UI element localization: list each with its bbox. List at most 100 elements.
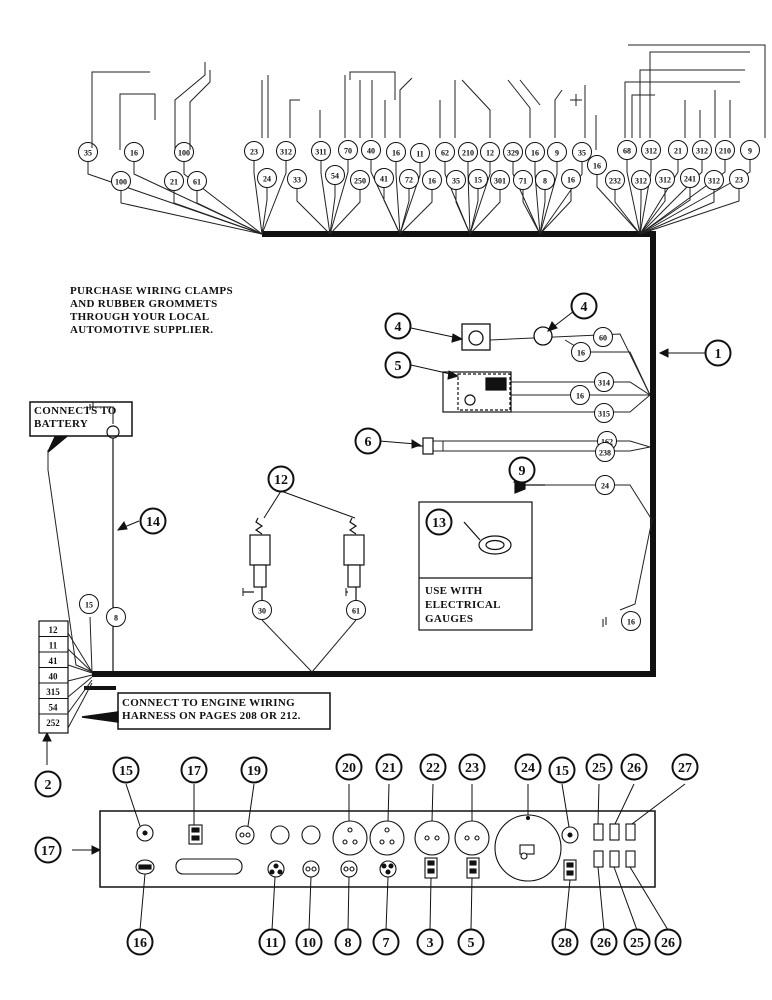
callout-lamp-a-text: 4 <box>395 320 402 335</box>
wire-label-bottom-3-text: 24 <box>263 175 271 184</box>
wire-label-bottom-16: 16 <box>587 155 607 175</box>
callout-connector-text: 2 <box>45 778 52 793</box>
callout-lamp-b: 4 <box>570 292 598 320</box>
wire-label-top-0: 35 <box>78 142 98 162</box>
connector-fan <box>67 632 93 729</box>
right-wire-label-6: 238 <box>595 442 615 462</box>
connector-pin-3: 40 <box>49 672 59 682</box>
panel-top-callout-11: 27 <box>671 753 699 781</box>
solenoid-left <box>243 517 271 602</box>
wire-label-top-6: 70 <box>338 140 358 160</box>
callout-harness-text: 1 <box>715 347 722 362</box>
wire-label-bottom-13-text: 71 <box>519 177 527 186</box>
wire-label-bottom-5-text: 54 <box>331 172 339 181</box>
panel-top-callout-6: 23 <box>458 753 486 781</box>
callout-regulator-text: 5 <box>395 359 402 374</box>
panel-bottom-callout-8: 26 <box>590 928 618 956</box>
wire-label-bottom-12-text: 301 <box>494 177 506 186</box>
panel-top-callout-10-text: 26 <box>627 761 641 776</box>
wire-label-bottom-14: 8 <box>535 170 555 190</box>
panel-bottom-callout-0-text: 16 <box>133 936 147 951</box>
right-wire-label-0: 60 <box>593 327 613 347</box>
wire-label-bottom-19: 312 <box>655 169 675 189</box>
wire-label-top-1-text: 16 <box>130 149 138 158</box>
wire-label-top-3: 23 <box>244 141 264 161</box>
panel-top-callout-1-text: 17 <box>187 764 201 779</box>
wire-label-top-13-text: 329 <box>507 149 519 158</box>
wire-label-bottom-8-text: 72 <box>405 176 413 185</box>
wire-label-top-9-text: 11 <box>416 150 424 159</box>
right-wire-label-7-text: 24 <box>601 482 609 491</box>
connector-pin-2: 41 <box>49 656 59 666</box>
wire-label-bottom-7-text: 41 <box>380 175 388 184</box>
wire-label-bottom-20-text: 241 <box>684 175 696 184</box>
engine-harness-note: CONNECT TO ENGINE WIRING HARNESS ON PAGE… <box>122 697 301 723</box>
wire-label-bottom-17-text: 232 <box>609 177 621 186</box>
panel-bottom-callout-9: 25 <box>623 928 651 956</box>
left-wire-label-0-text: 15 <box>85 601 93 610</box>
right-wire-label-1-text: 16 <box>577 349 585 358</box>
wire-label-bottom-7: 41 <box>374 168 394 188</box>
panel-top-callout-9-text: 25 <box>592 761 606 776</box>
wire-label-top-4: 312 <box>276 141 296 161</box>
wire-label-top-3-text: 23 <box>250 148 258 157</box>
panel-bottom-callout-5: 3 <box>416 928 444 956</box>
panel-top-callout-0: 15 <box>112 756 140 784</box>
wire-label-top-14-text: 16 <box>531 149 539 158</box>
right-wire-label-4: 315 <box>594 403 614 423</box>
wire-label-bottom-0: 100 <box>111 171 131 191</box>
callout-horn-button: 9 <box>508 456 536 484</box>
wire-label-top-20: 312 <box>692 140 712 160</box>
wire-label-bottom-19-text: 312 <box>659 176 671 185</box>
wire-label-top-11-text: 210 <box>462 149 474 158</box>
connector-pin-4: 315 <box>46 687 60 697</box>
main-harness-trunk <box>84 231 656 690</box>
wire-label-bottom-4-text: 33 <box>293 176 301 185</box>
wire-label-top-16: 35 <box>572 142 592 162</box>
wire-label-top-13: 329 <box>503 142 523 162</box>
right-wire-label-2: 314 <box>594 372 614 392</box>
right-wire-label-7: 24 <box>595 475 615 495</box>
wire-label-top-7-text: 40 <box>367 147 375 156</box>
wire-label-bottom-6-text: 250 <box>354 177 366 186</box>
wire-label-top-5-text: 311 <box>315 148 327 157</box>
wire-label-top-16-text: 35 <box>578 149 586 158</box>
wire-label-bottom-22: 23 <box>729 169 749 189</box>
wire-label-bottom-11: 15 <box>468 169 488 189</box>
callout-light: 14 <box>139 507 167 535</box>
wire-label-top-6-text: 70 <box>344 147 352 156</box>
panel-top-callout-4-text: 21 <box>382 761 396 776</box>
panel-bottom-callout-1: 11 <box>258 928 286 956</box>
connector-pin-0: 12 <box>49 625 59 635</box>
panel-bottom-callout-2: 10 <box>295 928 323 956</box>
callout-regulator: 5 <box>384 351 412 379</box>
wire-label-bottom-12: 301 <box>490 170 510 190</box>
callout-grommet: 13 <box>425 508 453 536</box>
left-wire-label-3-text: 61 <box>352 607 360 616</box>
wire-label-top-18: 312 <box>641 140 661 160</box>
callout-solenoid: 12 <box>267 465 295 493</box>
wire-label-bottom-20: 241 <box>680 168 700 188</box>
wire-label-bottom-1: 21 <box>164 171 184 191</box>
panel-bottom-callout-7: 28 <box>551 928 579 956</box>
left-wire-label-2: 30 <box>252 600 272 620</box>
engine-note-line-1: CONNECT TO ENGINE WIRING <box>122 697 295 709</box>
callout-lamp-a: 4 <box>384 312 412 340</box>
top-wire-fan <box>87 159 751 235</box>
purchase-note-line-2: AND RUBBER GROMMETS <box>70 298 218 310</box>
gauges-note: USE WITH ELECTRICAL GAUGES <box>425 584 501 626</box>
wire-label-top-0-text: 35 <box>84 149 92 158</box>
wire-label-bottom-9-text: 16 <box>428 177 436 186</box>
panel-top-callout-1: 17 <box>180 756 208 784</box>
right-wire-label-2-text: 314 <box>598 379 610 388</box>
callout-solenoid-text: 12 <box>274 473 288 488</box>
voltage-regulator <box>442 371 512 413</box>
panel-bottom-callout-6: 5 <box>457 928 485 956</box>
engine-note-box <box>81 692 331 730</box>
wire-label-bottom-21-text: 312 <box>708 177 720 186</box>
wire-label-bottom-21: 312 <box>704 170 724 190</box>
gauge-grommet-box <box>418 501 533 631</box>
solenoid-right <box>343 517 365 602</box>
